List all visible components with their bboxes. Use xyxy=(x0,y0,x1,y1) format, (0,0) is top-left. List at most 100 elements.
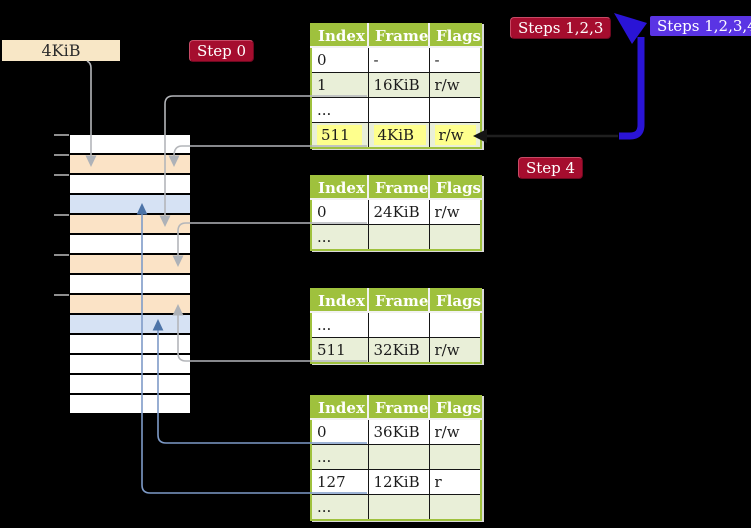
cell-flags xyxy=(428,224,482,251)
cell-frame xyxy=(367,97,430,123)
loop-arrow-shaft xyxy=(619,37,645,140)
cell-frame xyxy=(367,224,430,251)
stack-row-6 xyxy=(70,235,190,253)
cell-index: ... xyxy=(310,311,369,338)
table-row: 127 12KiB r xyxy=(310,469,482,495)
cell-frame: 4KiB xyxy=(367,122,430,149)
badge-steps-1234: Steps 1,2,3,4 xyxy=(650,16,751,36)
column-header-frame: Frame xyxy=(367,396,429,420)
cell-index: 511 xyxy=(310,337,369,364)
cell-frame: 32KiB xyxy=(367,337,430,364)
highlight: r/w xyxy=(434,125,476,145)
cell-flags: r/w xyxy=(428,198,482,225)
page-table-1: Index Frame Flags 0 - - 1 16KiB r/w ... … xyxy=(310,23,482,149)
cell-flags xyxy=(428,97,482,123)
cell-index: 511 xyxy=(310,122,369,149)
badge-step-0: Step 0 xyxy=(189,40,255,62)
stack-row-9 xyxy=(70,295,190,313)
column-header-index: Index xyxy=(311,176,368,200)
table-row: ... xyxy=(310,311,482,338)
loop-link xyxy=(473,129,618,143)
badge-step-0-label: Step 0 xyxy=(197,42,247,60)
table-row: 0 24KiB r/w xyxy=(310,198,482,225)
column-header-flags: Flags xyxy=(428,24,481,48)
cell-index: 127 xyxy=(310,469,369,495)
cell-index: 0 xyxy=(310,418,369,445)
cell-index: ... xyxy=(310,97,369,123)
column-header-frame: Frame xyxy=(367,289,429,313)
cell-frame: 12KiB xyxy=(367,469,430,495)
table-row: ... xyxy=(310,444,482,470)
stack-row-7 xyxy=(70,255,190,273)
table-row: ... xyxy=(310,494,482,521)
badge-step-4: Step 4 xyxy=(518,157,584,179)
table-header-row: Index Frame Flags xyxy=(311,24,481,48)
frame-size-label: 4KiB xyxy=(41,41,81,60)
cell-index: ... xyxy=(310,224,369,251)
column-header-index: Index xyxy=(311,289,368,313)
cell-flags: r/w xyxy=(428,72,482,98)
stack-row-1 xyxy=(70,135,190,153)
table-header-row: Index Frame Flags xyxy=(311,176,481,200)
cell-flags xyxy=(428,311,482,338)
badge-steps-1234-label: Steps 1,2,3,4 xyxy=(657,17,751,35)
badge-steps-123: Steps 1,2,3 xyxy=(510,17,612,39)
cell-flags xyxy=(428,494,482,521)
stack-row-12 xyxy=(70,355,190,373)
column-header-frame: Frame xyxy=(367,24,429,48)
stack-tick-marks xyxy=(54,134,69,296)
table-header-row: Index Frame Flags xyxy=(311,396,481,420)
cell-flags: r/w xyxy=(428,418,482,445)
cell-frame xyxy=(367,494,430,521)
table-row-highlighted: 511 4KiB r/w xyxy=(310,122,482,149)
column-header-flags: Flags xyxy=(428,396,481,420)
column-header-index: Index xyxy=(311,24,368,48)
table-row: 1 16KiB r/w xyxy=(310,72,482,98)
stack-row-11 xyxy=(70,335,190,353)
column-header-flags: Flags xyxy=(428,176,481,200)
cell-index: 0 xyxy=(310,198,369,225)
table-row: 511 32KiB r/w xyxy=(310,337,482,364)
page-table-4: Index Frame Flags 0 36KiB r/w ... 127 12… xyxy=(310,395,482,521)
highlight: 511 xyxy=(317,125,362,145)
stack-row-2 xyxy=(70,155,190,173)
page-table-3: Index Frame Flags ... 511 32KiB r/w xyxy=(310,288,482,364)
stack-row-8 xyxy=(70,275,190,293)
cell-flags: - xyxy=(428,46,482,73)
cell-flags: r xyxy=(428,469,482,495)
table-row: ... xyxy=(310,97,482,123)
page-table-2: Index Frame Flags 0 24KiB r/w ... xyxy=(310,175,482,251)
table-header-row: Index Frame Flags xyxy=(311,289,481,313)
cell-frame xyxy=(367,311,430,338)
steps-loop-arrow xyxy=(614,13,647,140)
badge-step-4-label: Step 4 xyxy=(526,159,576,177)
frame-size-box: 4KiB xyxy=(2,40,120,61)
cell-flags: r/w xyxy=(428,122,482,149)
stack-row-3 xyxy=(70,175,190,193)
cell-frame: 36KiB xyxy=(367,418,430,445)
cell-index: ... xyxy=(310,444,369,470)
stack-row-4 xyxy=(70,195,190,213)
table-row: 0 - - xyxy=(310,46,482,73)
cell-flags: r/w xyxy=(428,337,482,364)
cell-flags xyxy=(428,444,482,470)
stack-row-14 xyxy=(70,395,190,413)
stack-row-10 xyxy=(70,315,190,333)
table-row: 0 36KiB r/w xyxy=(310,418,482,445)
cell-frame: 24KiB xyxy=(367,198,430,225)
cell-index: ... xyxy=(310,494,369,521)
loop-arrowhead-up-left xyxy=(614,13,647,44)
cell-index: 0 xyxy=(310,46,369,73)
cell-index: 1 xyxy=(310,72,369,98)
cell-frame: - xyxy=(367,46,430,73)
cell-frame: 16KiB xyxy=(367,72,430,98)
column-header-index: Index xyxy=(311,396,368,420)
stack-row-13 xyxy=(70,375,190,393)
cell-frame xyxy=(367,444,430,470)
column-header-frame: Frame xyxy=(367,176,429,200)
memory-stack xyxy=(70,135,190,415)
stack-row-5 xyxy=(70,215,190,233)
badge-steps-123-label: Steps 1,2,3 xyxy=(518,19,604,37)
highlight: 4KiB xyxy=(373,125,427,145)
